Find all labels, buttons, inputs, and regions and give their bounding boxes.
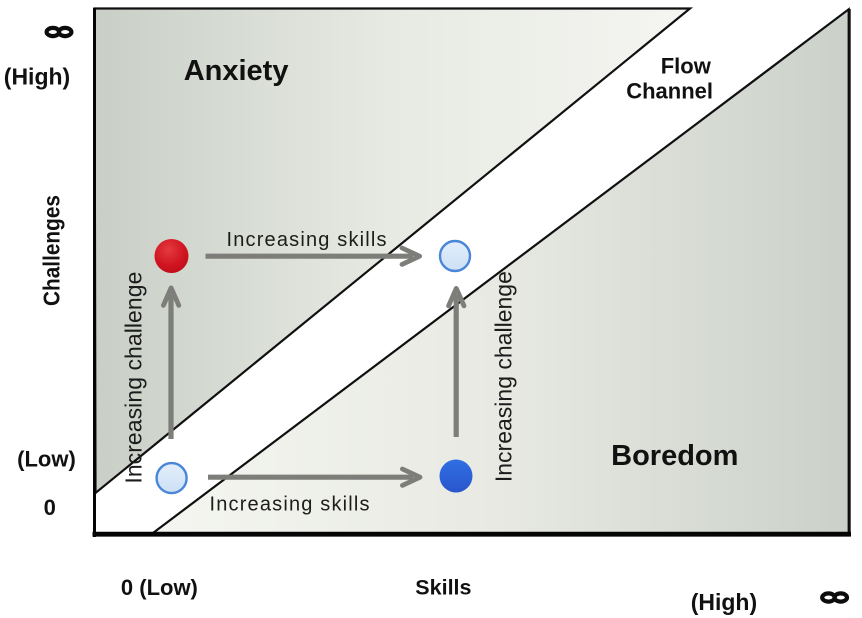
svg-text:(High): (High) [691,589,757,615]
svg-text:0 (Low): 0 (Low) [121,575,198,600]
svg-text:Channel: Channel [626,79,713,104]
svg-text:0: 0 [44,495,56,520]
svg-text:Increasing skills: Increasing skills [210,494,370,516]
svg-text:(Low): (Low) [17,447,76,472]
svg-text:Flow: Flow [661,54,712,79]
svg-text:Increasing skills: Increasing skills [227,229,387,251]
svg-text:Skills: Skills [415,576,471,600]
svg-text:Boredom: Boredom [611,440,738,472]
svg-text:Challenges: Challenges [38,195,64,306]
svg-text:(High): (High) [4,64,70,90]
svg-text:Increasing challenge: Increasing challenge [490,271,516,482]
svg-text:Increasing challenge: Increasing challenge [120,272,146,484]
svg-text:Anxiety: Anxiety [184,55,289,87]
